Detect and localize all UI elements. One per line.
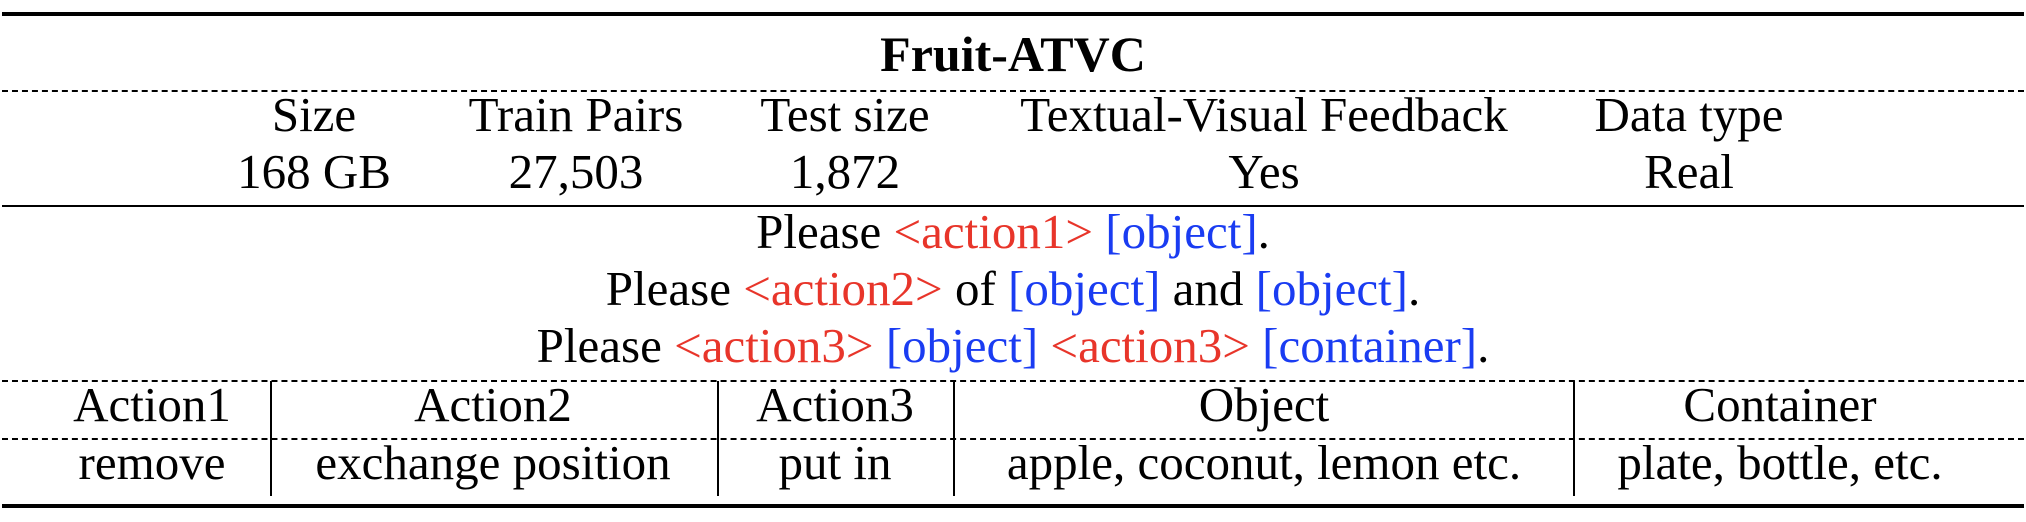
vocab-col-separator-3 (953, 381, 955, 496)
stats-value-test-size: 1,872 (789, 144, 901, 199)
stats-header-feedback: Textual-Visual Feedback (1020, 87, 1508, 142)
stats-value-data-type: Real (1644, 144, 1734, 199)
object-token: [object] (1105, 204, 1258, 259)
vocab-value-container: plate, bottle, etc. (1617, 435, 1943, 490)
template-text (1093, 204, 1105, 259)
stats-header-train-pairs: Train Pairs (468, 87, 684, 142)
template-text: of (942, 261, 1009, 316)
object-token: [object] (885, 318, 1039, 373)
object-token: [object] (1255, 261, 1408, 316)
object-token: [object] (1008, 261, 1161, 316)
template-text (1250, 318, 1262, 373)
template-line-1: Please <action1> [object]. (756, 203, 1270, 261)
vocab-value-action2: exchange position (315, 435, 671, 490)
action-token: <action3> (674, 318, 874, 373)
stats-divider (2, 205, 2024, 207)
template-text: and (1160, 261, 1256, 316)
action-token: <action3> (1050, 318, 1250, 373)
action-token: <action1> (893, 204, 1094, 259)
vocab-col-separator-1 (270, 381, 272, 496)
template-line-2: Please <action2> of [object] and [object… (606, 260, 1420, 318)
vocab-value-action3: put in (778, 435, 892, 490)
vocab-header-divider (2, 438, 2024, 440)
table-title: Fruit-ATVC (880, 26, 1146, 82)
vocab-value-object: apple, coconut, lemon etc. (1006, 435, 1522, 490)
stats-value-train-pairs: 27,503 (508, 144, 644, 199)
template-text (874, 318, 886, 373)
top-rule (2, 12, 2024, 16)
template-text (1038, 318, 1050, 373)
title-divider (2, 90, 2024, 92)
template-end: . (1477, 318, 1490, 373)
template-prefix: Please (605, 261, 744, 316)
container-token: [container] (1262, 318, 1478, 373)
vocab-header-action2: Action2 (414, 377, 572, 432)
vocab-col-separator-2 (717, 381, 719, 496)
stats-header-test-size: Test size (760, 87, 930, 142)
vocab-header-action1: Action1 (73, 377, 231, 432)
template-prefix: Please (756, 204, 894, 259)
stats-value-size: 168 GB (237, 144, 391, 199)
vocab-header-object: Object (1198, 377, 1330, 432)
stats-value-feedback: Yes (1228, 144, 1300, 199)
templates-divider (2, 380, 2024, 382)
vocab-value-action1: remove (78, 435, 226, 490)
vocab-col-separator-4 (1573, 381, 1575, 496)
template-end: . (1407, 261, 1421, 316)
template-end: . (1257, 204, 1270, 259)
stats-header-data-type: Data type (1594, 87, 1784, 142)
template-line-3: Please <action3> [object] <action3> [con… (537, 317, 1490, 375)
vocab-header-container: Container (1683, 377, 1877, 432)
action-token: <action2> (743, 261, 943, 316)
bottom-rule (2, 504, 2024, 508)
template-prefix: Please (536, 318, 675, 373)
stats-header-size: Size (271, 87, 357, 142)
vocab-header-action3: Action3 (756, 377, 914, 432)
